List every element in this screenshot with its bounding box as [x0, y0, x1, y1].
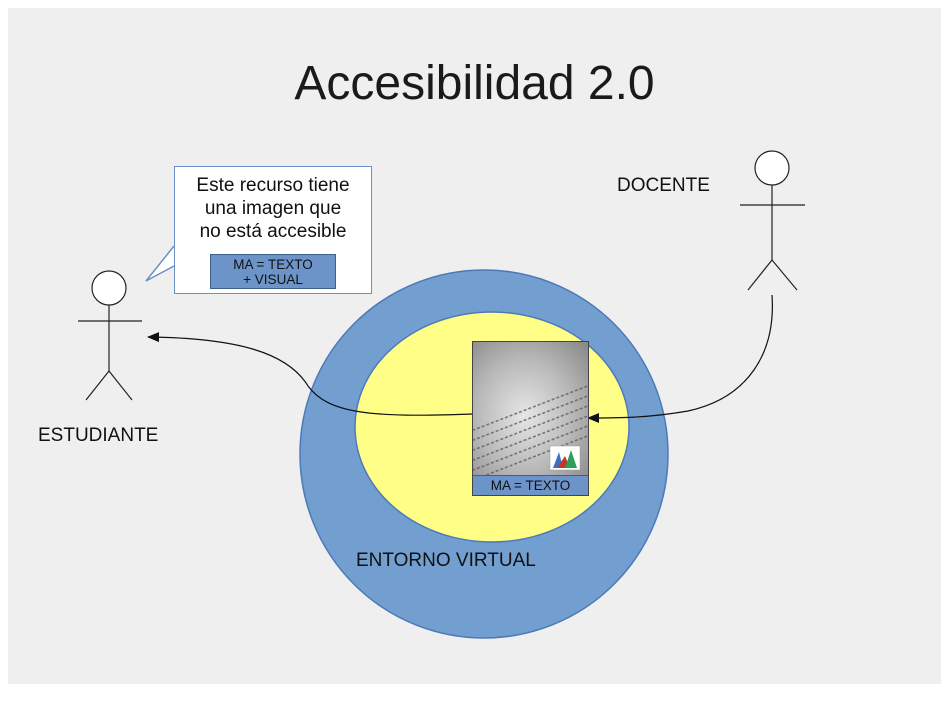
chart-thumbnail-icon	[549, 445, 581, 471]
environment-label: ENTORNO VIRTUAL	[356, 550, 536, 571]
arrow-resource-to-student	[147, 332, 474, 416]
page-title: Accesibilidad 2.0	[294, 57, 655, 110]
teacher-label: DOCENTE	[617, 175, 710, 196]
ma-text-visual-badge: MA = TEXTO + VISUAL	[210, 254, 336, 289]
student-label: ESTUDIANTE	[38, 425, 159, 446]
document-image	[473, 342, 588, 475]
speech-bubble: Este recurso tiene una imagen que no est…	[174, 166, 372, 294]
slide-canvas: Accesibilidad 2.0	[8, 8, 941, 684]
arrow-teacher-to-resource	[587, 294, 773, 423]
badge-line: + VISUAL	[243, 272, 303, 287]
student-figure	[78, 270, 142, 401]
ma-text-badge: MA = TEXTO	[473, 475, 588, 495]
resource-document[interactable]: MA = TEXTO	[472, 341, 589, 496]
bubble-line: Este recurso tiene	[196, 175, 350, 196]
badge-line: MA = TEXTO	[233, 257, 313, 272]
bubble-line: no está accesible	[199, 221, 347, 242]
speech-bubble-tail	[145, 245, 175, 282]
teacher-figure	[740, 150, 805, 291]
bubble-line: una imagen que	[204, 198, 342, 219]
bubble-message: Este recurso tiene una imagen que no est…	[175, 174, 371, 243]
